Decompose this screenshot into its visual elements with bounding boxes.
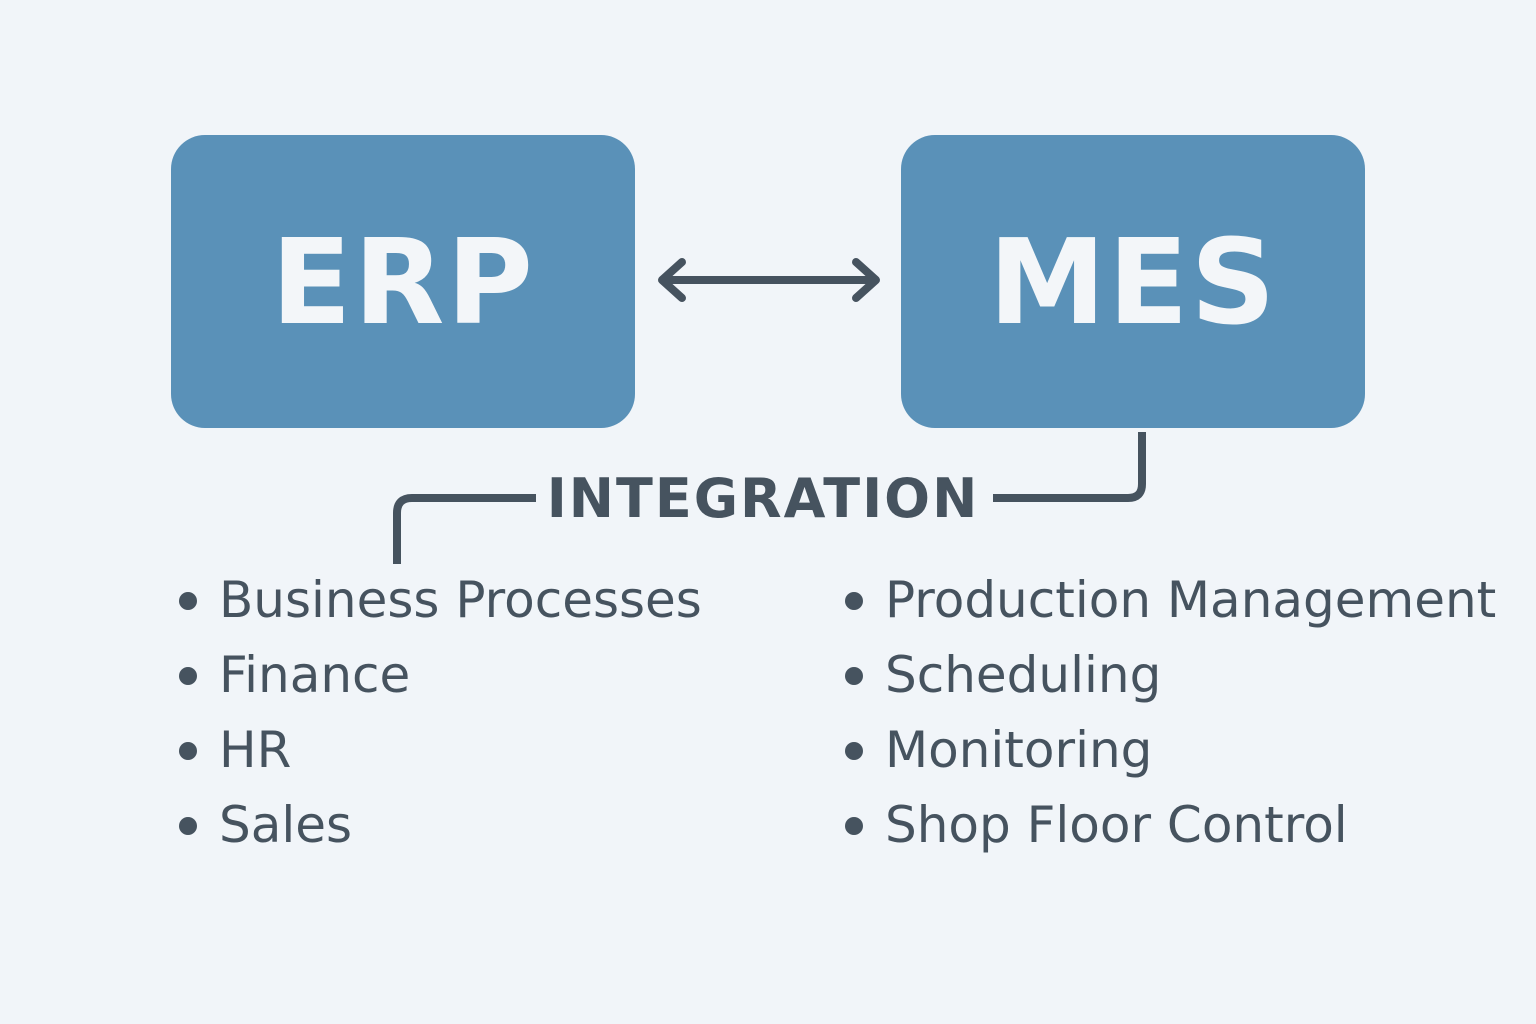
erp-label: ERP: [271, 212, 535, 351]
bullet-dot-icon: [179, 817, 197, 835]
bullet-dot-icon: [179, 667, 197, 685]
erp-feature-list: Business Processes Finance HR Sales: [171, 572, 702, 872]
arrow-head-left: [658, 258, 686, 302]
erp-connector-line: [393, 494, 536, 564]
list-item: Monitoring: [837, 722, 1496, 797]
list-item-label: Shop Floor Control: [885, 796, 1348, 854]
mes-box: MES: [901, 135, 1365, 428]
list-item: Business Processes: [171, 572, 702, 647]
bullet-dot-icon: [845, 742, 863, 760]
bullet-dot-icon: [845, 592, 863, 610]
list-item: HR: [171, 722, 702, 797]
bullet-dot-icon: [845, 667, 863, 685]
mes-connector-line: [993, 432, 1146, 502]
list-item: Production Management: [837, 572, 1496, 647]
mes-feature-list: Production Management Scheduling Monitor…: [837, 572, 1496, 872]
list-item-label: Sales: [219, 796, 353, 854]
double-headed-arrow-icon: [658, 258, 880, 302]
list-item-label: Finance: [219, 646, 411, 704]
list-item: Shop Floor Control: [837, 797, 1496, 872]
list-item-label: Scheduling: [885, 646, 1162, 704]
integration-label: INTEGRATION: [546, 467, 980, 530]
mes-label: MES: [988, 212, 1278, 351]
list-item: Sales: [171, 797, 702, 872]
list-item-label: Business Processes: [219, 571, 702, 629]
list-item-label: Production Management: [885, 571, 1497, 629]
list-item: Scheduling: [837, 647, 1496, 722]
list-item-label: HR: [219, 721, 292, 779]
erp-box: ERP: [171, 135, 635, 428]
bullet-dot-icon: [845, 817, 863, 835]
arrow-head-right: [852, 258, 880, 302]
list-item: Finance: [171, 647, 702, 722]
bullet-dot-icon: [179, 592, 197, 610]
list-item-label: Monitoring: [885, 721, 1153, 779]
bullet-dot-icon: [179, 742, 197, 760]
